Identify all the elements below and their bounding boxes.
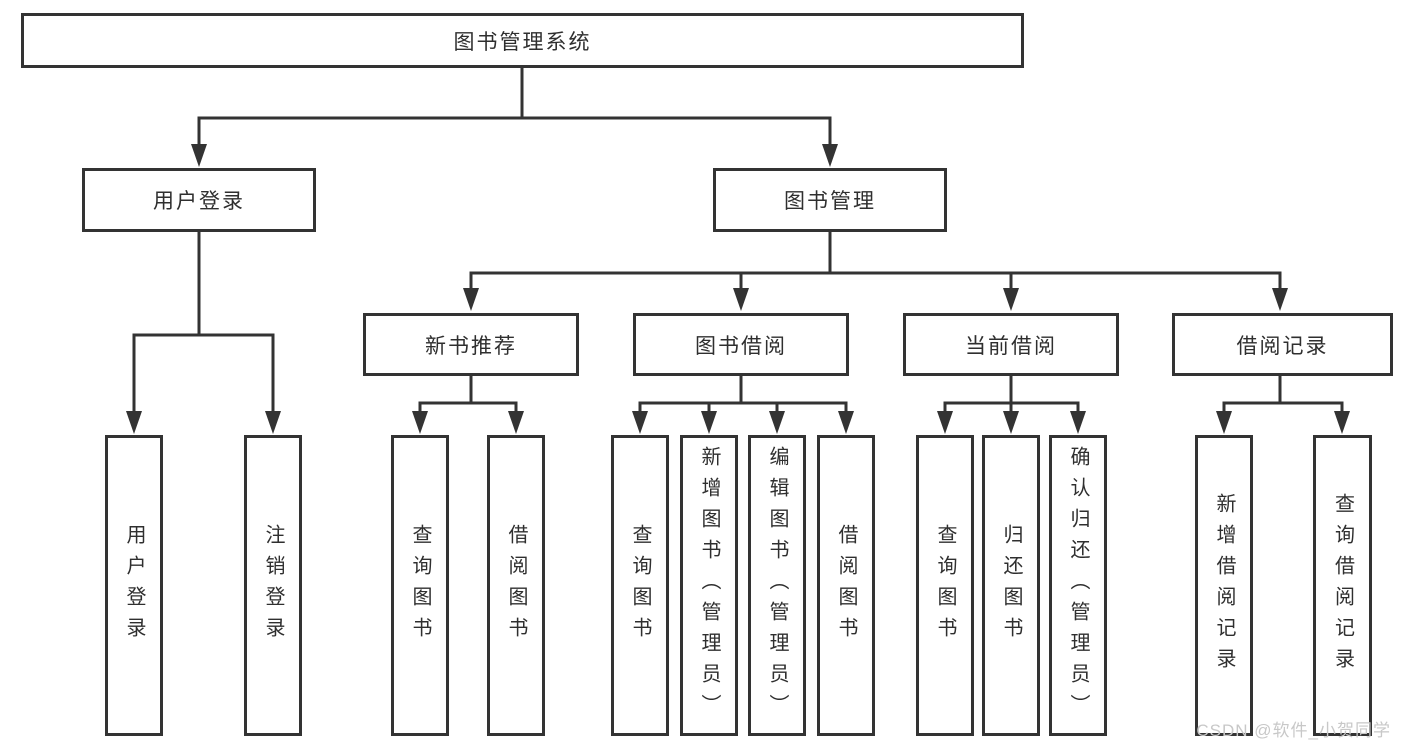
leaf-query-books-current: 查询图书 [916,435,974,736]
leaf-label: 新增图书（管理员） [698,446,720,725]
leaf-label: 确认归还（管理员） [1067,446,1089,725]
node-new-book-recommend: 新书推荐 [363,313,579,376]
node-library-management-system: 图书管理系统 [21,13,1024,68]
node-book-borrowing: 图书借阅 [633,313,849,376]
csdn-watermark: CSDN @软件_小贺同学 [1196,721,1391,740]
arrowhead-icons [126,144,1350,434]
leaf-add-books-admin: 新增图书（管理员） [680,435,738,736]
node-label: 借阅记录 [1236,334,1329,358]
leaf-label: 用户登录 [123,523,145,648]
leaf-user-login: 用户登录 [105,435,163,736]
node-book-management: 图书管理 [713,168,947,232]
node-label: 图书管理 [784,190,876,213]
node-label: 当前借阅 [965,334,1057,358]
leaf-edit-books-admin: 编辑图书（管理员） [748,435,806,736]
node-label: 用户登录 [153,190,245,213]
leaf-label: 查询借阅记录 [1331,492,1354,679]
leaf-label: 查询图书 [629,523,651,648]
leaf-logout: 注销登录 [244,435,302,736]
node-borrowing-records: 借阅记录 [1172,313,1393,376]
leaf-label: 查询图书 [934,523,956,648]
leaf-borrow-books-recommend: 借阅图书 [487,435,545,736]
leaf-label: 编辑图书（管理员） [766,446,788,725]
leaf-label: 借阅图书 [835,523,857,648]
leaf-label: 借阅图书 [505,523,527,648]
node-current-borrowing: 当前借阅 [903,313,1119,376]
node-label: 图书借阅 [695,334,787,358]
node-label: 新书推荐 [425,334,517,358]
node-label: 图书管理系统 [453,30,592,54]
leaf-add-borrow-record: 新增借阅记录 [1195,435,1253,736]
leaf-query-books-borrowing: 查询图书 [611,435,669,736]
leaf-query-books-recommend: 查询图书 [391,435,449,736]
leaf-return-books: 归还图书 [982,435,1040,736]
leaf-label: 注销登录 [262,523,284,648]
leaf-confirm-return-admin: 确认归还（管理员） [1049,435,1107,736]
leaf-query-borrow-record: 查询借阅记录 [1313,435,1372,736]
leaf-borrow-books: 借阅图书 [817,435,875,736]
node-user-login: 用户登录 [82,168,316,232]
leaf-label: 查询图书 [409,523,431,648]
leaf-label: 归还图书 [1000,523,1022,648]
leaf-label: 新增借阅记录 [1213,492,1235,679]
